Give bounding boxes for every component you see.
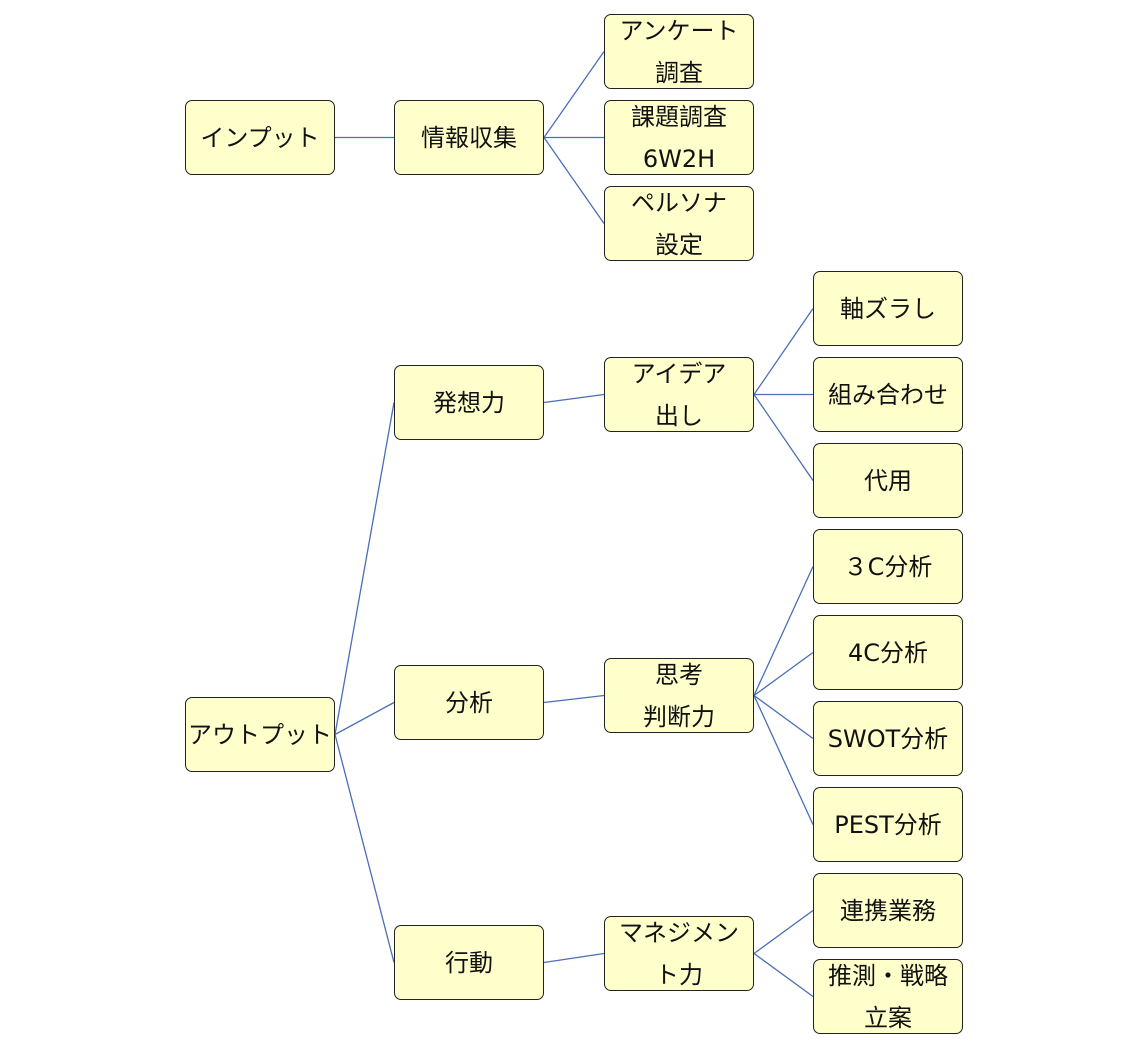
connector-info-survey <box>543 51 605 138</box>
node-label: SWOT分析 <box>827 724 949 753</box>
node-action[interactable]: 行動 <box>394 925 544 1000</box>
node-axis-shift[interactable]: 軸ズラし <box>813 271 963 346</box>
node-label: マネジメン ト力 <box>619 918 739 989</box>
connector-output-analysis <box>334 701 395 736</box>
node-swot-analysis[interactable]: SWOT分析 <box>813 701 963 776</box>
node-label: 分析 <box>445 688 493 717</box>
node-4c-analysis[interactable]: 4C分析 <box>813 615 963 690</box>
node-label: アウトプット <box>188 720 332 749</box>
connector-thinking-c3 <box>753 566 814 696</box>
node-label: 組み合わせ <box>828 380 948 409</box>
connector-thinking-pest <box>753 695 814 825</box>
connector-info-persona <box>543 137 605 224</box>
node-label: 思考 判断力 <box>643 660 715 731</box>
connector-management-strategy <box>753 952 814 998</box>
connector-thinking-swot <box>753 694 814 740</box>
node-label: ３C分析 <box>843 552 933 581</box>
node-label: 推測・戦略 立案 <box>828 961 948 1032</box>
node-input[interactable]: インプット <box>185 100 335 175</box>
connector-action-management <box>543 952 605 964</box>
node-management-skill[interactable]: マネジメン ト力 <box>604 916 754 991</box>
node-combination[interactable]: 組み合わせ <box>813 357 963 432</box>
node-persona-setting[interactable]: ペルソナ 設定 <box>604 186 754 261</box>
node-label: ペルソナ 設定 <box>631 188 727 259</box>
node-analysis[interactable]: 分析 <box>394 665 544 740</box>
node-issue-research-6w2h[interactable]: 課題調査 6W2H <box>604 100 754 175</box>
node-label: 情報収集 <box>421 123 517 152</box>
node-idea-generation[interactable]: アイデア 出し <box>604 357 754 432</box>
node-thinking-judgment[interactable]: 思考 判断力 <box>604 658 754 733</box>
node-label: アイデア 出し <box>631 359 727 430</box>
connector-idea-axis <box>753 308 814 395</box>
node-pest-analysis[interactable]: PEST分析 <box>813 787 963 862</box>
node-inference-strategy-planning[interactable]: 推測・戦略 立案 <box>813 959 963 1034</box>
node-label: 連携業務 <box>840 896 936 925</box>
node-label: 行動 <box>445 948 493 977</box>
node-output[interactable]: アウトプット <box>185 697 335 772</box>
node-substitution[interactable]: 代用 <box>813 443 963 518</box>
node-label: PEST分析 <box>834 810 942 839</box>
connector-management-collab <box>753 909 814 955</box>
node-3c-analysis[interactable]: ３C分析 <box>813 529 963 604</box>
connector-idea_power-idea <box>543 393 605 404</box>
node-label: 代用 <box>864 466 912 495</box>
connector-output-idea_power <box>334 402 395 735</box>
node-collaborative-work[interactable]: 連携業務 <box>813 873 963 948</box>
connector-output-action <box>334 734 395 963</box>
node-ideation-skill[interactable]: 発想力 <box>394 365 544 440</box>
node-label: 4C分析 <box>847 638 929 667</box>
node-label: インプット <box>200 123 320 152</box>
node-info-gathering[interactable]: 情報収集 <box>394 100 544 175</box>
node-questionnaire-survey[interactable]: アンケート 調査 <box>604 14 754 89</box>
connector-idea-substitute <box>753 394 814 481</box>
node-label: 発想力 <box>433 388 505 417</box>
connector-analysis-thinking <box>543 694 605 704</box>
connector-thinking-c4 <box>753 651 814 697</box>
node-label: 課題調査 6W2H <box>631 102 727 173</box>
node-label: アンケート 調査 <box>619 16 739 87</box>
node-label: 軸ズラし <box>840 294 936 323</box>
